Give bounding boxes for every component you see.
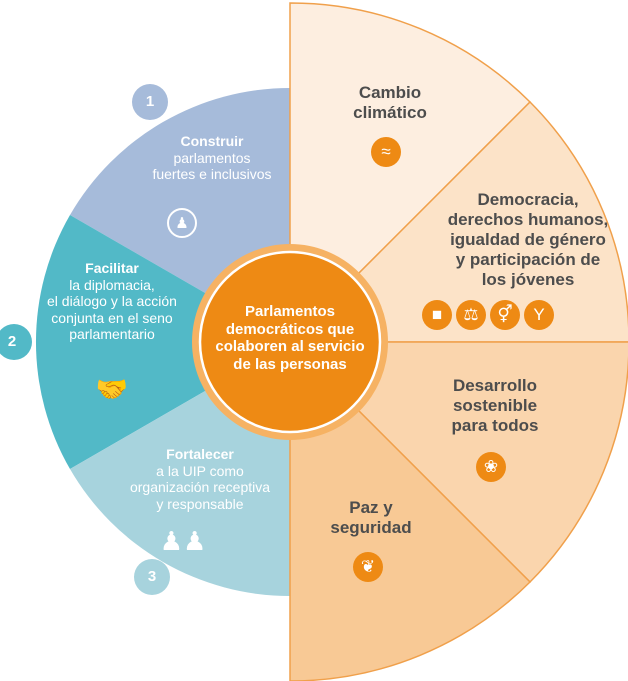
objective-3-line-2: organización receptiva (129, 479, 271, 496)
theme-climate-sector (289, 2, 532, 344)
objective-1-line-2: fuertes e inclusivos (152, 166, 272, 183)
dove-icon: ❦ (353, 552, 383, 582)
theme-peace-line-2: seguridad (330, 518, 412, 538)
objective-1-number: 1 (145, 93, 155, 110)
theme-development-line-1: Desarrollo (452, 376, 538, 395)
youth-icon: Y (524, 300, 554, 330)
objective-1-number-badge (132, 84, 168, 120)
theme-development-sector (288, 341, 628, 584)
theme-development-text: Desarrollo sostenible para todos (410, 376, 580, 436)
theme-democracy-line-4: y participación de (455, 250, 601, 270)
handshake-icon: 🤝 (95, 373, 129, 404)
objective-2-line-3: conjunta en el seno (51, 309, 173, 326)
theme-democracy-sector (288, 100, 628, 343)
objective-2-line-2: el diálogo y la acción (47, 293, 177, 310)
theme-democracy-line-5: los jóvenes (481, 270, 575, 290)
objective-3-number: 3 (147, 568, 157, 585)
objective-3-number-badge (134, 559, 170, 595)
objective-2-number: 2 (7, 333, 17, 350)
center-line-1: Parlamentos (244, 303, 336, 320)
theme-climate-line-2: climático (353, 103, 427, 123)
objective-3-title: Fortalecer (166, 446, 234, 462)
waves-icon: ≈ (371, 137, 401, 167)
center-circle (198, 250, 382, 434)
objective-2-text: Facilitar la diplomacia, el diálogo y la… (12, 260, 212, 343)
plant-icon: ❀ (476, 452, 506, 482)
group-icon: ♟♟ (159, 525, 207, 556)
theme-democracy-text: Democracia, derechos humanos, igualdad d… (438, 190, 618, 290)
objective-1-text: Construir parlamentos fuertes e inclusiv… (112, 133, 312, 183)
objective-3-line-3: y responsable (156, 495, 244, 512)
objective-1-line-1: parlamentos (173, 149, 251, 166)
center-line-3: colaboren al servicio (215, 338, 365, 356)
gender-icon: ⚥ (490, 300, 520, 330)
center-text: Parlamentos democráticos que colaboren a… (200, 303, 380, 374)
center-line-2: democráticos que (225, 320, 355, 338)
objective-1-title: Construir (180, 133, 244, 149)
objective-3-line-1: a la UIP como (156, 462, 244, 479)
scales-icon: ⚖ (456, 300, 486, 330)
parliament-icon: ■ (422, 300, 452, 330)
objective-2-line-4: parlamentario (69, 326, 155, 343)
objective-2-line-1: la diplomacia, (69, 276, 155, 293)
theme-climate-line-1: Cambio (358, 83, 422, 102)
theme-peace-sector (289, 340, 532, 681)
theme-peace-text: Paz y seguridad (306, 498, 436, 538)
objective-2-sector (35, 215, 290, 469)
people-cycle-icon: ♟ (167, 208, 197, 238)
center-line-4: de las personas (233, 356, 347, 374)
theme-democracy-line-3: igualdad de género (450, 230, 606, 250)
objective-2-title: Facilitar (85, 260, 139, 276)
theme-development-line-3: para todos (451, 416, 539, 436)
theme-peace-line-1: Paz y (349, 498, 393, 517)
objective-2-number-badge (0, 324, 32, 360)
theme-climate-text: Cambio climático (320, 83, 460, 123)
theme-development-line-2: sostenible (452, 396, 538, 416)
theme-democracy-line-1: Democracia, (477, 190, 579, 209)
theme-democracy-line-2: derechos humanos, (447, 210, 609, 230)
objective-3-text: Fortalecer a la UIP como organización re… (100, 446, 300, 512)
